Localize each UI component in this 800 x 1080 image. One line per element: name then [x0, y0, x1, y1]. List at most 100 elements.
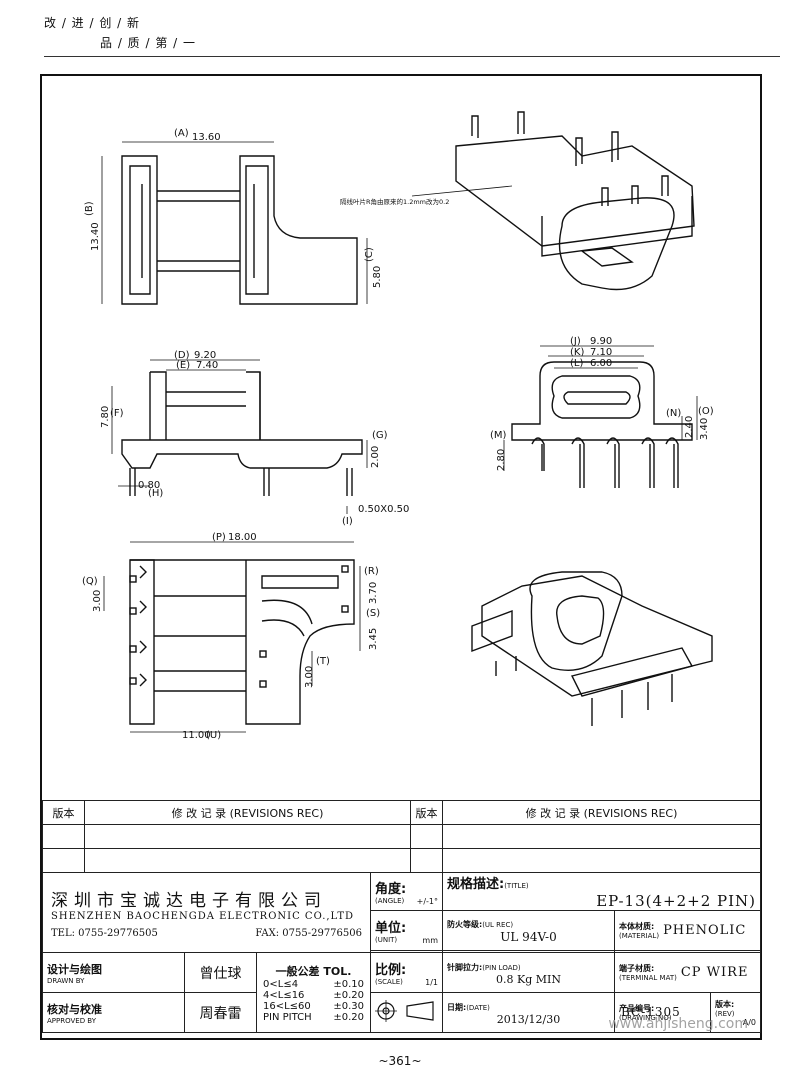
terminal-value: CP WIRE: [680, 965, 749, 980]
dim-j-label: (J): [570, 336, 581, 347]
title-block: 版本 修 改 记 录 (REVISIONS REC) 版本 修 改 记 录 (R…: [42, 800, 761, 1033]
drawno-cell: 产品编号: (DRAWING NO): [614, 992, 711, 1033]
tol-range-2: 16<L≤60: [263, 1000, 311, 1012]
scale-value: 1/1: [425, 977, 438, 987]
dim-s-label: (S): [366, 608, 380, 619]
dim-u-label: (U): [206, 730, 221, 741]
unit-label: 单位:: [375, 920, 407, 936]
pinload-label: 针脚拉力:: [447, 962, 483, 972]
drawno-value: BC-1305: [621, 1005, 681, 1019]
dim-m-value: 2.80: [496, 449, 507, 471]
dim-r-value: 3.70: [368, 582, 379, 604]
rev-label-left: 版本: [42, 800, 85, 825]
tol-value-1: ±0.20: [333, 989, 364, 1001]
dim-e-value: 7.40: [196, 360, 218, 371]
date-label: 日期:: [447, 1002, 467, 1012]
pinload-cell: 针脚拉力:(PIN LOAD) 0.8 Kg MIN: [442, 952, 615, 993]
title-value: EP-13(4+2+2 PIN): [596, 892, 756, 910]
projection-symbol: [370, 992, 443, 1033]
dim-t-label: (T): [316, 656, 330, 667]
isometric-view-bottom: [471, 571, 713, 726]
dim-k-value: 7.10: [590, 347, 612, 358]
date-cell: 日期:(DATE) 2013/12/30: [442, 992, 615, 1033]
approved-label: 核对与校准: [47, 1002, 102, 1016]
tolerance-title: 一般公差 TOL.: [275, 964, 352, 978]
dim-a-value: 13.60: [192, 132, 221, 143]
isometric-view-top: [455, 111, 695, 291]
title-label-en: (TITLE): [504, 882, 529, 890]
drawn-value: 曾仕球: [184, 952, 257, 993]
watermark: www.ahjisheng.com: [608, 1016, 748, 1032]
scale-cell: 比例: (SCALE) 1/1: [370, 952, 443, 993]
dim-r-label: (R): [364, 566, 379, 577]
slogan-line-1: 改 / 进 / 创 / 新: [44, 16, 141, 30]
drawing-frame: (A) 13.60 13.40 (B) 5.80 (C) (D) 9.20 (E…: [40, 74, 762, 1040]
unit-value: mm: [422, 935, 438, 945]
company-fax: FAX: 0755-29776506: [255, 928, 362, 939]
company-tel: TEL: 0755-29776505: [51, 928, 158, 939]
dim-o-label: (O): [698, 406, 714, 417]
dim-l-label: (L): [570, 358, 583, 369]
drawn-label: 设计与绘图: [47, 962, 102, 976]
header-rule: [44, 56, 780, 57]
drawno-label-en: (DRAWING NO): [619, 1014, 672, 1022]
rev-field-label: 版本:: [715, 999, 735, 1009]
dim-t-value: 3.00: [304, 666, 315, 688]
dim-q-label: (Q): [82, 576, 98, 587]
tol-range-3: PIN PITCH: [263, 1011, 312, 1023]
dim-o-value: 3.40: [699, 418, 710, 440]
revision-note: 隔线叶片R角由原来的1.2mm改为0.2: [340, 197, 449, 206]
dim-q-value: 3.00: [92, 590, 103, 612]
dim-m-label: (M): [490, 430, 507, 441]
unit-label-en: (UNIT): [375, 935, 398, 944]
dim-i-value: 0.50X0.50: [358, 504, 409, 515]
tol-range-1: 4<L≤16: [263, 989, 305, 1001]
dim-p-label: (P): [212, 532, 226, 543]
title-label: 规格描述:: [447, 877, 505, 892]
page-number: ~361~: [378, 1054, 422, 1068]
angle-label: 角度:: [375, 881, 407, 897]
dim-a-label: (A): [174, 128, 189, 139]
front-view: [121, 371, 363, 496]
angle-value: +/-1°: [416, 896, 438, 906]
dim-h-value: 0.80: [138, 480, 160, 491]
dim-d-value: 9.20: [194, 350, 216, 361]
dim-j-value: 9.90: [590, 336, 612, 347]
dim-e-label: (E): [176, 360, 190, 371]
drawn-cell: 设计与绘图 DRAWN BY: [42, 952, 185, 993]
dim-b-value: 13.40: [90, 222, 101, 251]
ulrec-cell: 防火等级:(UL REC) UL 94V-0: [442, 910, 615, 951]
approved-cell: 核对与校准 APPROVED BY: [42, 992, 185, 1033]
rev-label-right: 版本: [410, 800, 443, 825]
unit-cell: 单位: (UNIT) mm: [370, 910, 443, 951]
dim-n-value: 2.40: [684, 416, 695, 438]
technical-drawing: (A) 13.60 13.40 (B) 5.80 (C) (D) 9.20 (E…: [42, 76, 764, 798]
dim-h-label: (H): [148, 488, 163, 499]
pinload-value: 0.8 Kg MIN: [496, 972, 561, 986]
ulrec-value: UL 94V-0: [500, 930, 557, 944]
terminal-label: 端子材质:: [619, 964, 655, 973]
ulrec-label-en: (UL REC): [482, 921, 514, 929]
top-view: [121, 155, 358, 305]
rev-field-label-en: (REV): [715, 1009, 735, 1018]
slogan-line-2: 品 / 质 / 第 / 一: [100, 36, 197, 50]
dim-l-value: 6.00: [590, 358, 612, 369]
tol-range-0: 0<L≤4: [263, 978, 299, 990]
tolerance-cell: 一般公差 TOL. 0<L≤4±0.10 4<L≤16±0.20 16<L≤60…: [256, 952, 371, 1033]
company-name-en: SHENZHEN BAOCHENGDA ELECTRONIC CO.,LTD: [51, 911, 355, 922]
date-label-en: (DATE): [466, 1003, 490, 1012]
material-cell: 本体材质:(MATERIAL) PHENOLIC: [614, 910, 761, 951]
dim-p-value: 18.00: [228, 532, 257, 543]
rev-value: A/0: [742, 1017, 756, 1027]
dim-i-label: (I): [342, 516, 353, 527]
approved-value: 周春雷: [184, 992, 257, 1033]
scale-label: 比例:: [375, 962, 407, 978]
angle-label-en: (ANGLE): [375, 896, 405, 905]
dim-c-value: 5.80: [372, 266, 383, 288]
dim-c-label: (C): [364, 247, 375, 262]
tol-value-3: ±0.20: [333, 1011, 364, 1023]
scale-label-en: (SCALE): [375, 977, 403, 986]
company-cell: 深圳市宝诚达电子有限公司 SHENZHEN BAOCHENGDA ELECTRO…: [42, 872, 371, 953]
dim-u-value: 11.00: [182, 730, 211, 741]
tol-value-2: ±0.30: [333, 1000, 364, 1012]
